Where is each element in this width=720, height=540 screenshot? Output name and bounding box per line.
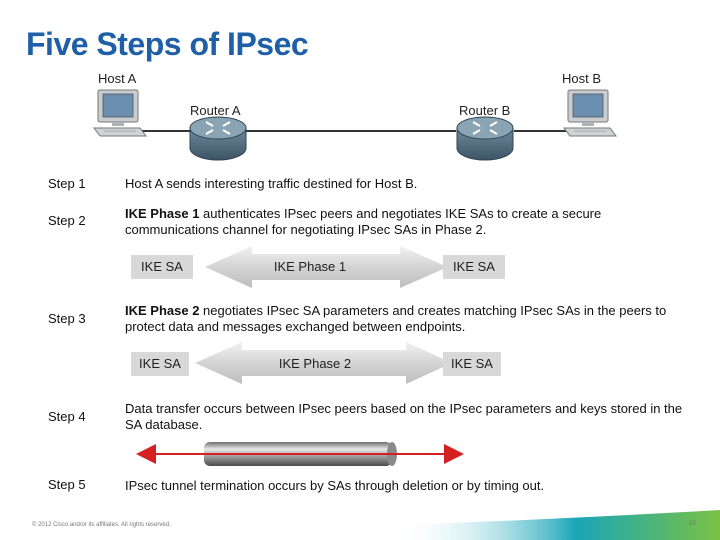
host-a-label: Host A bbox=[98, 71, 137, 86]
phase2-center-label: IKE Phase 2 bbox=[278, 356, 352, 371]
host-b-computer-icon bbox=[563, 89, 617, 137]
step-2-text: IKE Phase 1 authenticates IPsec peers an… bbox=[125, 206, 602, 237]
phase2-left-ike-sa: IKE SA bbox=[131, 352, 189, 376]
step-4-text: Data transfer occurs between IPsec peers… bbox=[125, 401, 683, 432]
page-title: Five Steps of IPsec bbox=[26, 26, 309, 62]
step-3-text: IKE Phase 2 negotiates IPsec SA paramete… bbox=[125, 303, 667, 334]
router-a-label: Router A bbox=[190, 103, 241, 118]
phase2-arrow bbox=[195, 342, 452, 384]
ipsec-tunnel bbox=[136, 442, 464, 466]
phase1-right-ike-sa: IKE SA bbox=[443, 255, 505, 279]
phase1-arrow bbox=[205, 246, 448, 288]
step-4-label: Step 4 bbox=[48, 409, 86, 424]
page-number: 82 bbox=[689, 521, 696, 527]
step-1-label: Step 1 bbox=[48, 176, 86, 191]
router-b-label: Router B bbox=[459, 103, 511, 118]
step-5-text: IPsec tunnel termination occurs by SAs t… bbox=[125, 478, 545, 493]
phase1-left-ike-sa: IKE SA bbox=[131, 255, 193, 279]
link-router-b-host-b bbox=[514, 130, 570, 132]
footer-band bbox=[0, 510, 720, 540]
router-a-icon bbox=[189, 116, 247, 161]
step-2-label: Step 2 bbox=[48, 213, 86, 228]
footer-copyright: © 2012 Cisco and/or its affiliates. All … bbox=[32, 522, 171, 528]
phase1-center-label: IKE Phase 1 bbox=[273, 259, 347, 274]
phase2-right-ike-sa: IKE SA bbox=[443, 352, 501, 376]
host-a-computer-icon bbox=[93, 89, 147, 137]
step-5-label: Step 5 bbox=[48, 477, 86, 492]
link-host-a-router-a bbox=[140, 130, 190, 132]
step-3-label: Step 3 bbox=[48, 311, 86, 326]
link-router-a-router-b bbox=[246, 130, 456, 132]
host-b-label: Host B bbox=[562, 71, 602, 86]
step-1-text: Host A sends interesting traffic destine… bbox=[125, 176, 418, 191]
router-b-icon bbox=[456, 116, 514, 161]
